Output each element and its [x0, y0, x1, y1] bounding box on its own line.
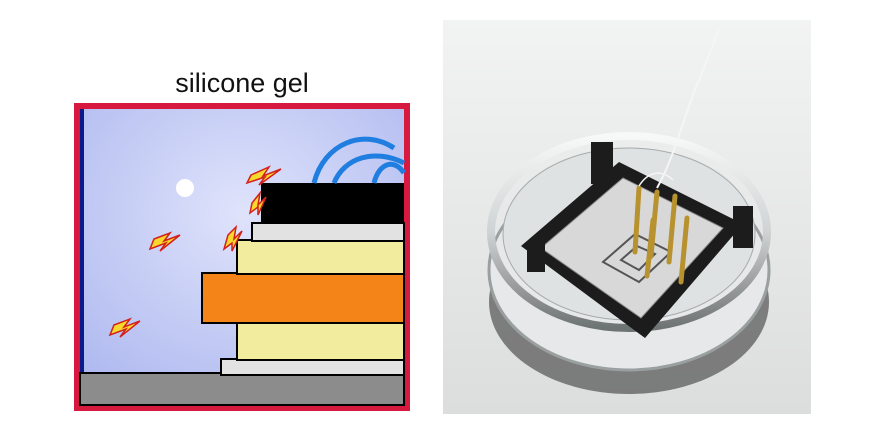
baseplate — [79, 372, 405, 406]
lead-wire — [638, 172, 674, 187]
bond-wire-1 — [311, 136, 396, 184]
lead-wire — [656, 29, 720, 189]
left-wall — [80, 109, 84, 375]
upper-metal-layer — [251, 222, 405, 242]
encapsulated-sample-render — [443, 20, 811, 414]
air-bubble-icon — [176, 179, 194, 197]
copper-layer — [201, 272, 405, 324]
electrode-pattern-inner — [619, 244, 657, 272]
lower-metal-layer — [220, 358, 405, 376]
power-module-cross-section-diagram — [74, 103, 410, 411]
lower-ceramic-layer — [236, 321, 405, 361]
bond-wire-3 — [371, 161, 407, 184]
holder-post-front — [527, 242, 545, 272]
lightning-spark-icon — [222, 224, 243, 252]
lightning-spark-icon — [108, 317, 141, 338]
lightning-spark-icon — [245, 165, 282, 186]
holder-post-left — [591, 142, 613, 184]
figure-caption-silicone-gel: silicone gel — [175, 68, 309, 98]
sample-render-svg — [443, 20, 811, 414]
dish-rim — [487, 132, 771, 332]
test-substrate — [540, 177, 724, 319]
holder-post-right — [733, 206, 753, 248]
cross-section-svg — [74, 103, 410, 411]
contact-pins — [632, 185, 690, 285]
lightning-spark-icon — [148, 231, 181, 252]
semiconductor-die — [261, 183, 404, 224]
bond-wire-2 — [331, 153, 406, 185]
upper-ceramic-layer — [236, 239, 405, 275]
lightning-spark-icon — [248, 190, 267, 216]
